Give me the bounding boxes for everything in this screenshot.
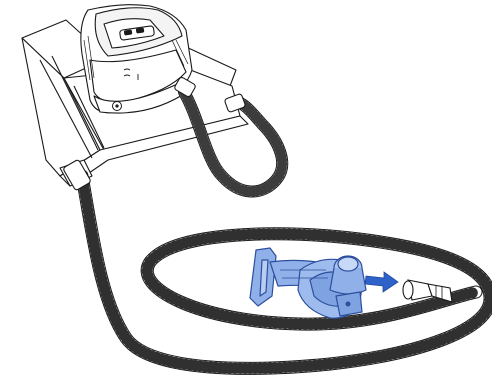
arrow-right-icon xyxy=(364,271,399,293)
cpap-device-icon xyxy=(80,4,193,114)
power-button-icon xyxy=(112,101,122,111)
tube-connector-icon xyxy=(402,279,453,303)
air-hose-icon xyxy=(63,159,490,368)
nasal-mask-icon xyxy=(249,247,367,319)
humidifier-hose-icon xyxy=(174,76,289,198)
